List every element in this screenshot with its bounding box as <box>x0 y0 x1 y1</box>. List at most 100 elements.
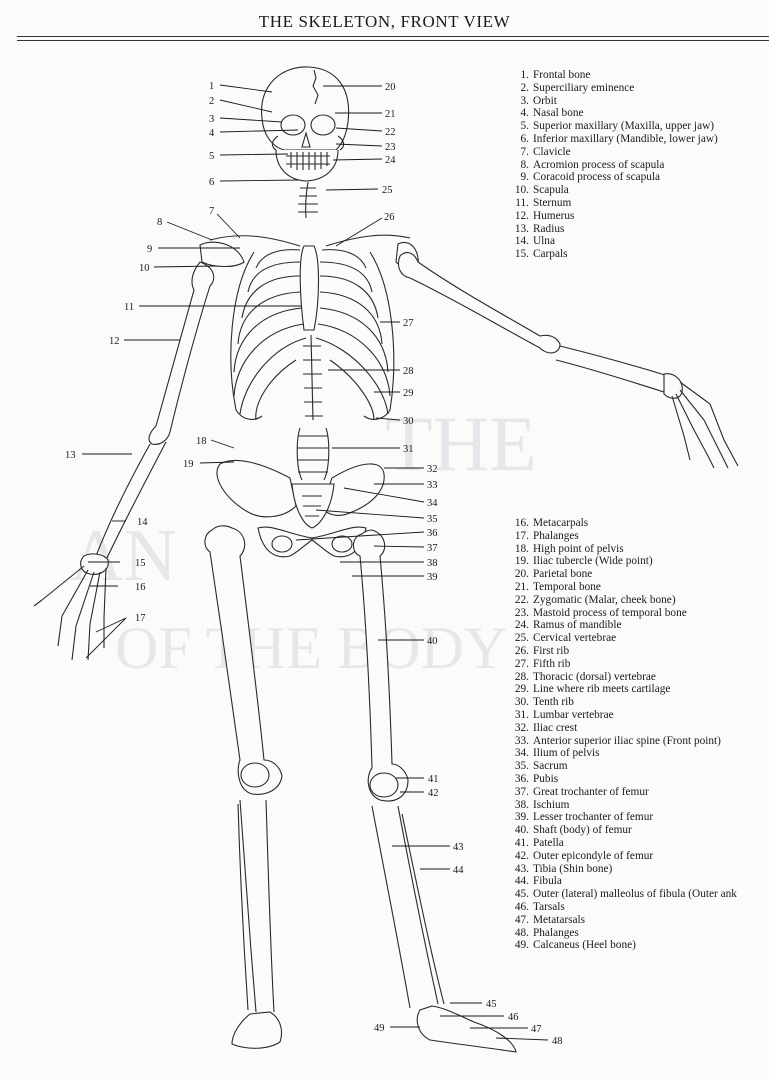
legend-number: 18. <box>514 542 529 555</box>
ilium-right <box>216 459 297 518</box>
skull <box>261 66 350 182</box>
legend-item: 17.Phalanges <box>504 530 737 543</box>
callout-43: 43 <box>453 842 464 853</box>
tibia-left <box>371 805 439 1009</box>
legend-label: Outer epicondyle of femur <box>533 849 654 862</box>
callout-36: 36 <box>427 528 438 539</box>
sacral-foramina <box>302 495 322 517</box>
ulna-right <box>105 441 167 561</box>
legend-item: 29.Line where rib meets cartilage <box>504 683 737 696</box>
femur-left <box>352 529 409 802</box>
legend-item: 43.Tibia (Shin bone) <box>504 863 737 876</box>
legend-number: 35. <box>514 760 529 773</box>
teeth <box>286 152 330 170</box>
callout-38: 38 <box>427 558 438 569</box>
fibula-left <box>401 813 445 1005</box>
callout-13: 13 <box>65 450 76 461</box>
legend-label: Thoracic (dorsal) vertebrae <box>533 670 656 683</box>
leg-left <box>352 529 517 1053</box>
callout-2: 2 <box>209 96 214 107</box>
legend-label: Ischium <box>533 798 570 811</box>
callout-8: 8 <box>157 217 162 228</box>
legend-number: 17. <box>514 529 529 542</box>
legend-number: 24. <box>514 619 529 632</box>
legend-number: 5. <box>520 120 529 133</box>
legend-label: Nasal bone <box>533 107 584 120</box>
legend-label: Outer (lateral) malleolus of fibula (Out… <box>533 888 737 901</box>
legend-number: 49. <box>514 939 529 952</box>
legend-item: 20.Parietal bone <box>504 568 737 581</box>
arm-left <box>397 252 739 469</box>
legend-item: 10.Scapula <box>504 184 718 197</box>
obturator-right <box>271 535 293 553</box>
legend-label: Superior maxillary (Maxilla, upper jaw) <box>533 120 715 133</box>
coronal-suture <box>312 69 319 105</box>
legend-label: Tenth rib <box>533 696 574 709</box>
legend-number: 15. <box>514 248 529 261</box>
callout-37: 37 <box>427 543 438 554</box>
leg-right <box>204 525 283 1049</box>
legend-number: 14. <box>514 235 529 248</box>
legend-number: 22. <box>514 593 529 606</box>
spine <box>296 181 330 481</box>
legend-label: Sacrum <box>533 760 568 773</box>
carpals-right <box>80 553 109 575</box>
callout-19: 19 <box>183 459 194 470</box>
legend-number: 8. <box>520 158 529 171</box>
legend-item: 41.Patella <box>504 837 737 850</box>
foot-left <box>416 1005 517 1053</box>
legend-label: Sternum <box>533 196 572 209</box>
legend-label: Zygomatic (Malar, cheek bone) <box>533 593 676 606</box>
legend-number: 12. <box>514 209 529 222</box>
legend-item: 15.Carpals <box>504 248 718 261</box>
legend-label: First rib <box>533 644 570 657</box>
callout-44: 44 <box>453 865 464 876</box>
legend-number: 21. <box>514 580 529 593</box>
callout-5: 5 <box>209 151 214 162</box>
callout-45: 45 <box>486 999 497 1010</box>
legend-item: 37. Great trochanter of femur <box>504 786 737 799</box>
legend-label: Superciliary eminence <box>533 81 635 94</box>
rib-5 <box>233 307 389 373</box>
leader-lines <box>82 84 549 1041</box>
legend-number: 47. <box>514 913 529 926</box>
legend-label: Tibia (Shin bone) <box>533 862 613 875</box>
legend-number: 40. <box>514 824 529 837</box>
legend-item: 13.Radius <box>504 223 718 236</box>
callout-9: 9 <box>147 244 152 255</box>
legend-label: Pubis <box>533 772 559 785</box>
legend-label: Parietal bone <box>533 568 593 581</box>
legend-item: 35. Sacrum <box>504 760 737 773</box>
legend-label: Humerus <box>533 209 575 222</box>
legend-label: Clavicle <box>533 145 571 158</box>
callout-1: 1 <box>209 81 214 92</box>
title-rule-top <box>17 36 769 37</box>
legend-item: 27.Fifth rib <box>504 658 737 671</box>
callout-34: 34 <box>427 498 438 509</box>
legend-label: Phalanges <box>533 926 579 939</box>
legend-label: Great trochanter of femur <box>533 785 649 798</box>
rib-3 <box>241 275 379 319</box>
legend-item: 46.Tarsals <box>504 901 737 914</box>
arm-right <box>33 261 215 661</box>
patella-right <box>240 762 270 788</box>
legend-number: 38. <box>514 798 529 811</box>
legend-number: 37. <box>514 785 529 798</box>
clavicle-left <box>325 234 411 247</box>
legend-number: 23. <box>514 606 529 619</box>
legend-number: 29. <box>514 683 529 696</box>
callout-30: 30 <box>403 416 414 427</box>
callout-41: 41 <box>428 774 439 785</box>
legend-item: 21.Temporal bone <box>504 581 737 594</box>
phalanges-left <box>683 403 739 469</box>
legend-number: 27. <box>514 657 529 670</box>
legend-item: 4.Nasal bone <box>504 107 718 120</box>
legend-item: 6.Inferior maxillary (Mandible, lower ja… <box>504 133 718 146</box>
legend-item: 28.Thoracic (dorsal) vertebrae <box>504 671 737 684</box>
callout-21: 21 <box>385 109 396 120</box>
legend-number: 34. <box>514 747 529 760</box>
orbit-right <box>280 114 306 136</box>
rib-2 <box>247 261 373 293</box>
legend-item: 23.Mastoid process of temporal bone <box>504 607 737 620</box>
